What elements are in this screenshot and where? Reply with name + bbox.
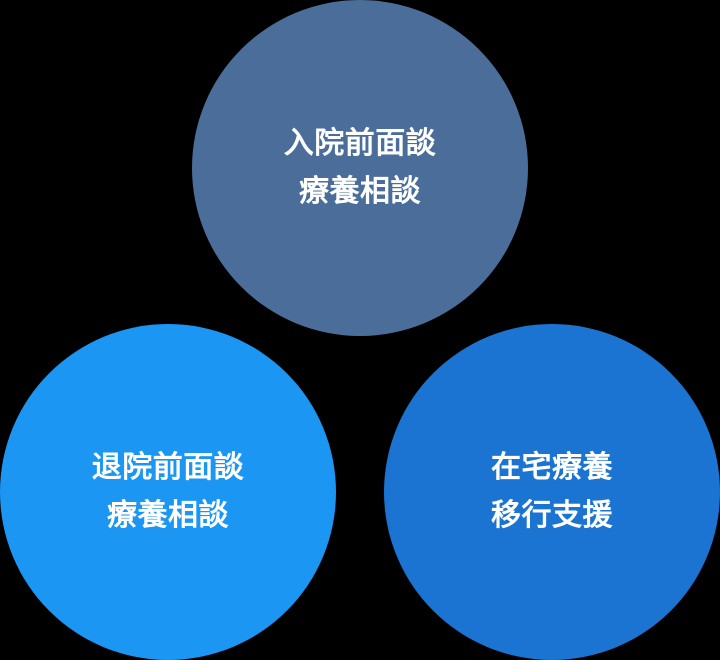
circle-node-pre-admission-line1: 入院前面談 — [283, 127, 437, 160]
circle-node-pre-admission-line2: 療養相談 — [299, 175, 421, 208]
circle-node-pre-discharge-line2: 療養相談 — [107, 499, 229, 532]
circle-node-pre-admission[interactable]: 入院前面談 療養相談 — [192, 0, 528, 336]
circle-node-home-care-transition-line1: 在宅療養 — [491, 451, 613, 484]
circle-node-pre-discharge-line1: 退院前面談 — [91, 451, 245, 484]
circle-node-home-care-transition[interactable]: 在宅療養 移行支援 — [384, 324, 720, 660]
circle-node-pre-discharge[interactable]: 退院前面談 療養相談 — [0, 324, 336, 660]
circle-node-home-care-transition-line2: 移行支援 — [491, 499, 613, 532]
